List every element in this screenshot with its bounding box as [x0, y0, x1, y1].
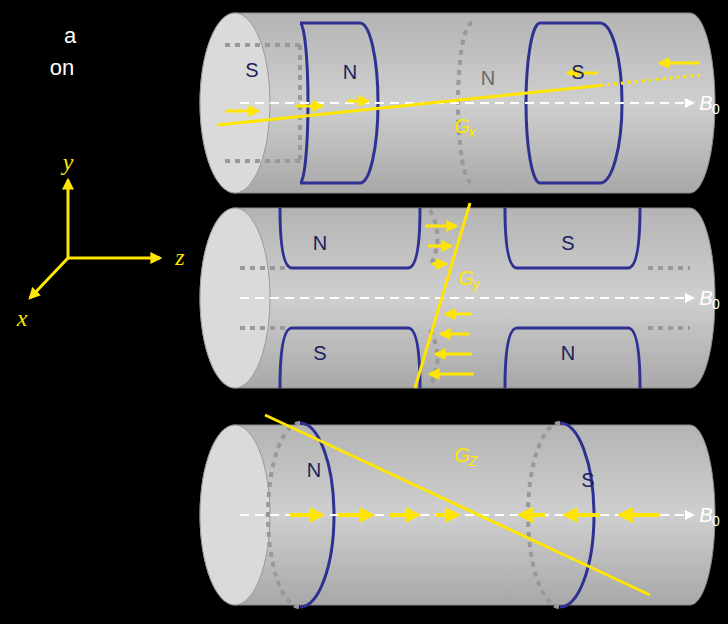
pole-label: N: [561, 343, 575, 363]
pole-label: S: [313, 343, 326, 363]
pole-label: S: [581, 470, 594, 490]
z-gradient-cylinder: [200, 415, 715, 607]
field-label: B: [699, 505, 712, 525]
gradient-label: G: [458, 268, 474, 288]
pole-label: S: [245, 60, 258, 80]
pole-label: N: [307, 460, 321, 480]
gradient-subscript: Z: [469, 454, 478, 468]
pole-label: N: [343, 62, 357, 82]
axes: [30, 180, 160, 298]
field-label: B: [699, 288, 712, 308]
axis-label: z: [175, 245, 184, 269]
field-subscript: 0: [712, 514, 720, 528]
gradient-subscript: y: [473, 277, 480, 291]
field-label: B: [699, 93, 712, 113]
pole-label: N: [481, 68, 495, 88]
slide-text: a: [64, 25, 76, 47]
slide-text: on: [50, 57, 74, 79]
pole-label: N: [313, 233, 327, 253]
x-gradient-cylinder: [200, 13, 715, 193]
field-subscript: 0: [712, 297, 720, 311]
y-gradient-cylinder: [200, 203, 715, 388]
axis-label: x: [17, 306, 28, 330]
gradient-label: G: [454, 116, 470, 136]
gradient-subscript: x: [469, 125, 476, 139]
pole-label: S: [561, 233, 574, 253]
pole-label: S: [571, 62, 584, 82]
axis-label: y: [63, 150, 74, 174]
field-subscript: 0: [712, 102, 720, 116]
gradient-label: G: [454, 445, 470, 465]
